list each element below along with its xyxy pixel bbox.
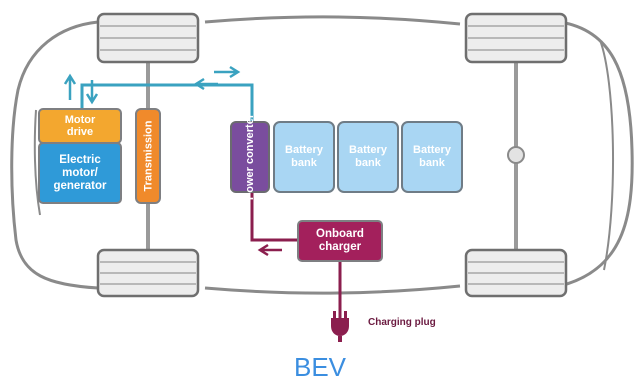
charging-plug-icon xyxy=(331,311,349,342)
power-converter-label: Power converter xyxy=(244,113,257,201)
car-inner-line-right xyxy=(599,39,615,271)
dc-line-left-arrow xyxy=(193,77,218,91)
car-body-outline xyxy=(10,20,99,290)
car-body-top xyxy=(204,15,461,26)
dc-line-up-arrow xyxy=(63,73,77,100)
bev-caption: BEV xyxy=(293,352,347,382)
car-body-outline-right xyxy=(559,20,634,288)
dc-line xyxy=(80,83,254,121)
power-converter-box: Power converter xyxy=(230,114,270,200)
car-body-bottom xyxy=(204,284,461,295)
electric-motor-box: Electric motor/ generator xyxy=(38,142,122,204)
charge-line-converter xyxy=(250,193,297,242)
motor-drive-box: Motor drive xyxy=(38,108,122,144)
wheel-front-bottom xyxy=(96,248,200,298)
dc-line-right-arrow xyxy=(214,65,241,79)
charge-line-arrow xyxy=(257,243,282,257)
rear-differential xyxy=(507,146,525,164)
charging-plug-label: Charging plug xyxy=(368,317,436,328)
transmission-label: Transmission xyxy=(142,120,155,192)
wheel-rear-top xyxy=(464,12,568,64)
onboard-charger-box: Onboard charger xyxy=(297,220,383,262)
battery-bank-1: Battery bank xyxy=(273,121,335,193)
battery-bank-2: Battery bank xyxy=(337,121,399,193)
dc-line-down-arrow xyxy=(85,80,99,105)
wheel-rear-bottom xyxy=(464,248,568,298)
car-inner-line-left xyxy=(33,109,41,216)
wheel-front-top xyxy=(96,12,200,64)
transmission-box: Transmission xyxy=(135,108,161,204)
battery-bank-3: Battery bank xyxy=(401,121,463,193)
